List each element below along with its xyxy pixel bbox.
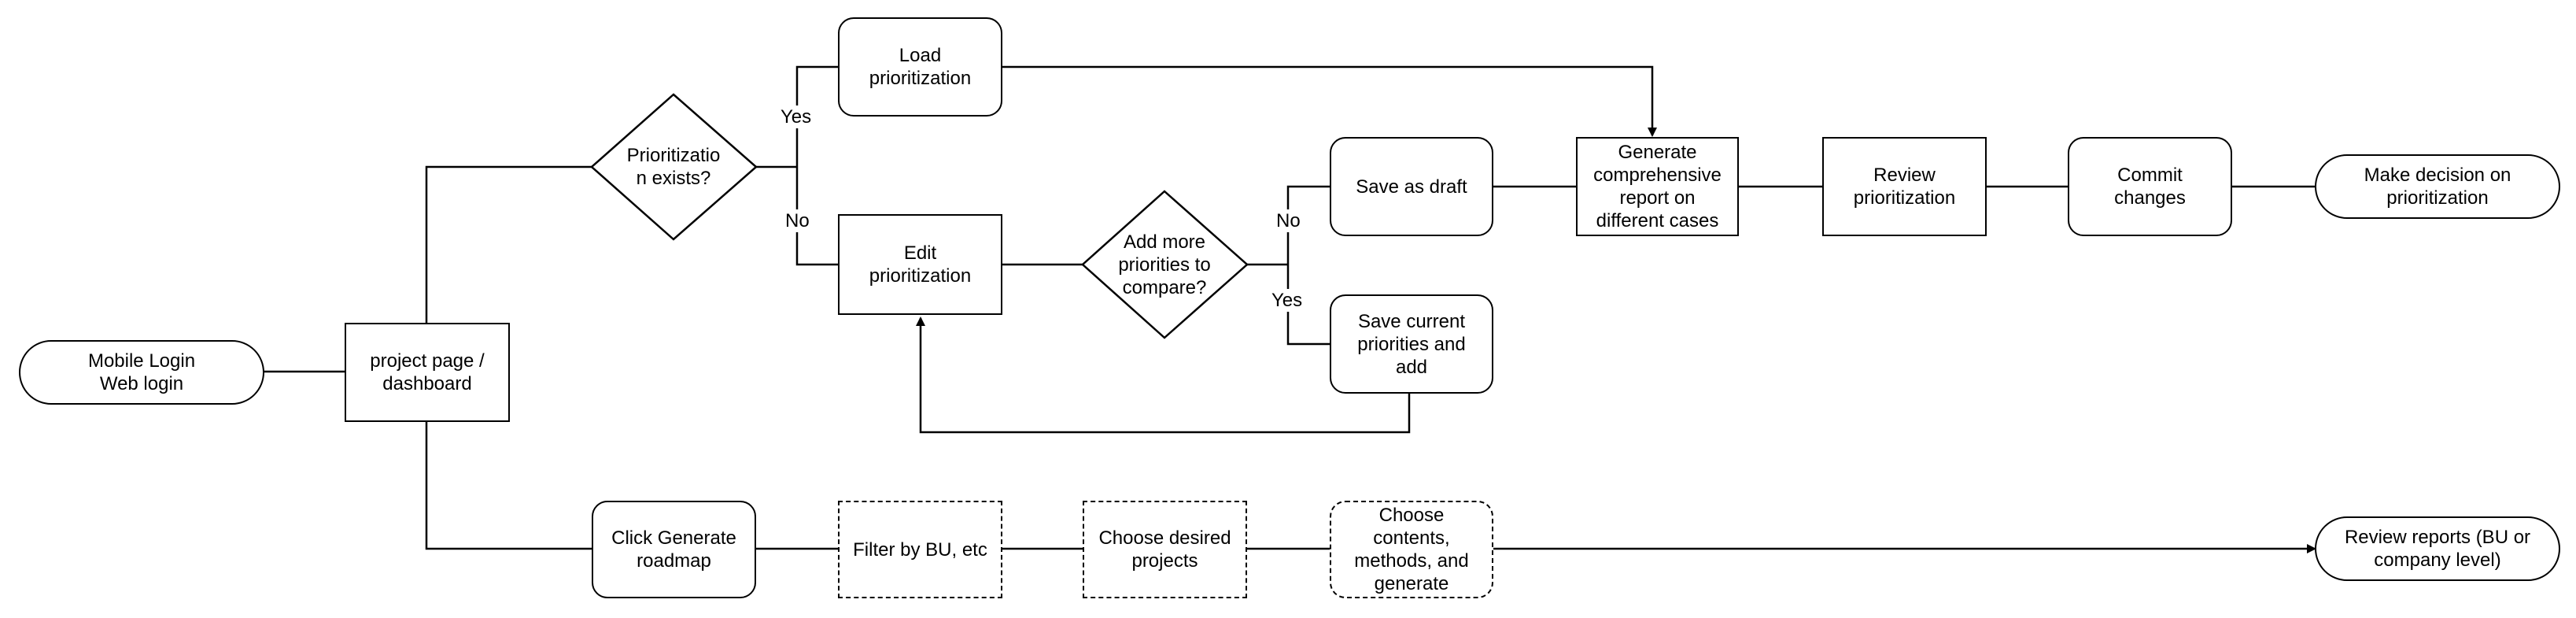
edge-no-to-edit <box>795 167 838 266</box>
edge-label-yes-1: Yes <box>779 105 814 128</box>
commit-changes-node: Commit changes <box>2068 137 2232 236</box>
add-more-priorities-label: Add more priorities to compare? <box>1118 231 1211 298</box>
make-decision-node: Make decision on prioritization <box>2315 154 2560 219</box>
filter-by-bu-node: Filter by BU, etc <box>838 501 1002 598</box>
choose-desired-projects-node: Choose desired projects <box>1083 501 1247 598</box>
mobile-web-login-node: Mobile Login Web login <box>19 340 264 405</box>
edge-yes-to-load <box>795 65 838 167</box>
edit-prioritization-node: Edit prioritization <box>838 214 1002 315</box>
edge-label-yes-2: Yes <box>1270 289 1305 312</box>
save-current-priorities-node: Save current priorities and add <box>1330 294 1493 394</box>
edge-save-current-to-edit <box>916 316 1411 434</box>
review-reports-node: Review reports (BU or company level) <box>2315 516 2560 581</box>
edge-load-to-generate <box>1002 65 1657 137</box>
generate-report-node: Generate comprehensive report on differe… <box>1576 137 1739 236</box>
edge-label-no-2: No <box>1275 209 1302 232</box>
edge-no-to-save-draft <box>1286 185 1330 265</box>
prio-exists-diamond <box>590 93 758 241</box>
edge-dashboard-to-click-generate <box>425 422 592 550</box>
prioritization-exists-label: Prioritizatio n exists? <box>626 145 721 189</box>
edge-label-no-1: No <box>784 209 811 232</box>
click-generate-roadmap-node: Click Generate roadmap <box>592 501 756 598</box>
choose-contents-node: Choose contents, methods, and generate <box>1330 501 1493 598</box>
project-dashboard-node: project page / dashboard <box>345 323 510 422</box>
add-more-diamond <box>1081 190 1249 339</box>
save-as-draft-node: Save as draft <box>1330 137 1493 236</box>
review-prioritization-node: Review prioritization <box>1822 137 1987 236</box>
load-prioritization-node: Load prioritization <box>838 17 1002 117</box>
edge-dashboard-to-prio-exists <box>425 165 592 323</box>
